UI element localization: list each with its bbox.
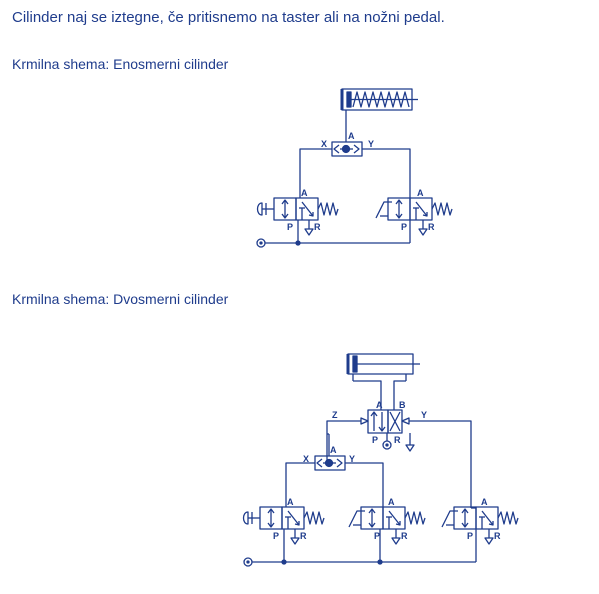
foot-pedal-icon xyxy=(441,510,458,528)
pressure-source-icon xyxy=(382,440,392,450)
label-a: A xyxy=(376,400,383,410)
double-acting-cylinder xyxy=(346,353,420,381)
scheme-single-acting: A X Y A P R xyxy=(256,88,453,248)
label-r: R xyxy=(314,222,321,232)
spring-icon xyxy=(404,511,426,525)
label-p: P xyxy=(467,531,473,541)
intro-text: Cilinder naj se iztegne, če pritisnemo n… xyxy=(12,9,445,26)
label-r: R xyxy=(428,222,435,232)
label-z: Z xyxy=(332,410,338,420)
push-button-icon xyxy=(256,202,263,216)
label-a: A xyxy=(287,497,294,507)
label-r: R xyxy=(401,531,408,541)
exhaust-icon xyxy=(418,228,428,236)
label-r: R xyxy=(300,531,307,541)
label-p: P xyxy=(374,531,380,541)
valve-foot-pedal: A P R xyxy=(375,188,453,236)
label-p: P xyxy=(287,222,293,232)
supply-line xyxy=(243,529,477,567)
label-y: Y xyxy=(349,454,355,464)
pilot-arrow-y xyxy=(401,417,410,425)
label-p: P xyxy=(401,222,407,232)
shuttle-valve-or: A X Y xyxy=(303,434,355,471)
label-a: A xyxy=(348,131,355,141)
scheme-title-double-acting: Krmilna shema: Dvosmerni cilinder xyxy=(12,291,229,307)
label-x: X xyxy=(303,454,309,464)
push-button-icon xyxy=(242,511,249,525)
label-x: X xyxy=(321,139,327,149)
exhaust-icon xyxy=(391,537,401,545)
label-y: Y xyxy=(421,410,427,420)
valve-push-button: A P R xyxy=(242,497,325,545)
spring-icon xyxy=(497,511,519,525)
label-a: A xyxy=(388,497,395,507)
scheme-double-acting: A B P R Z Y A X Y xyxy=(242,353,519,567)
single-acting-cylinder xyxy=(340,88,418,111)
spring-icon xyxy=(303,511,325,525)
supply-line xyxy=(256,220,411,248)
label-a: A xyxy=(417,188,424,198)
exhaust-icon xyxy=(405,444,415,452)
spring-icon xyxy=(431,202,453,216)
label-p: P xyxy=(273,531,279,541)
foot-pedal-icon xyxy=(375,201,392,219)
label-a: A xyxy=(330,445,337,455)
label-p: P xyxy=(372,435,378,445)
label-y: Y xyxy=(368,139,374,149)
exhaust-icon xyxy=(304,228,314,236)
label-r: R xyxy=(494,531,501,541)
label-a: A xyxy=(481,497,488,507)
label-b: B xyxy=(399,400,406,410)
valve-5-2-main: A B P R Z Y xyxy=(332,397,427,452)
valve-push-button: A P R xyxy=(256,188,339,236)
label-r: R xyxy=(394,435,401,445)
valve-foot-pedal-retract: A P R xyxy=(441,497,519,545)
valve-foot-pedal: A P R xyxy=(348,497,426,545)
label-a: A xyxy=(301,188,308,198)
foot-pedal-icon xyxy=(348,510,365,528)
pilot-arrow-z xyxy=(360,417,369,425)
scheme-title-single-acting: Krmilna shema: Enosmerni cilinder xyxy=(12,56,229,72)
exhaust-icon xyxy=(484,537,494,545)
exhaust-icon xyxy=(290,537,300,545)
spring-icon xyxy=(317,202,339,216)
